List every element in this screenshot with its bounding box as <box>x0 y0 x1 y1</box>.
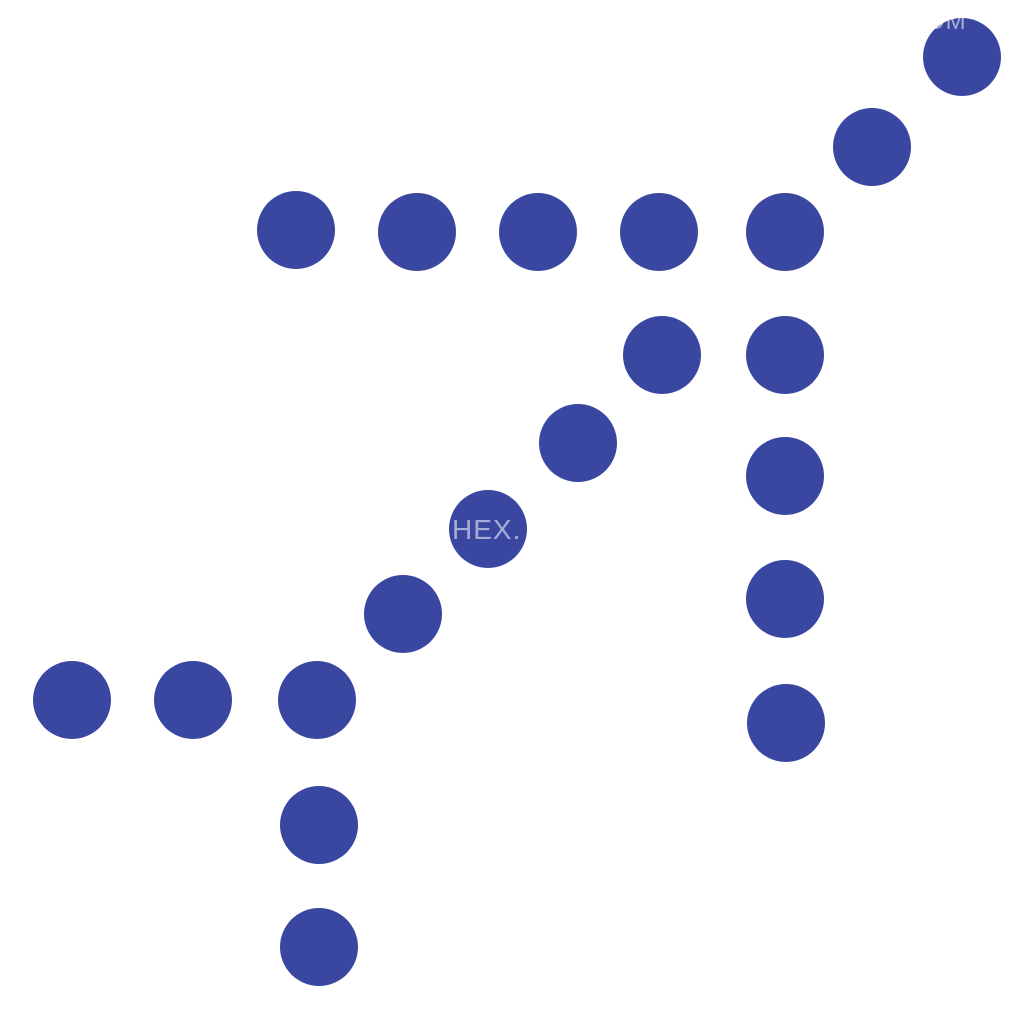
dot-18 <box>278 661 356 739</box>
dot-15 <box>747 684 825 762</box>
dot-6 <box>620 193 698 271</box>
dot-9 <box>746 316 824 394</box>
dot-11 <box>746 437 824 515</box>
dot-2 <box>833 108 911 186</box>
dot-20 <box>280 908 358 986</box>
dot-17 <box>154 661 232 739</box>
dot-13 <box>746 560 824 638</box>
dot-4 <box>378 193 456 271</box>
dot-3 <box>257 191 335 269</box>
dot-12 <box>449 490 527 568</box>
dot-14 <box>364 575 442 653</box>
dot-7 <box>746 193 824 271</box>
dot-16 <box>33 661 111 739</box>
dot-1 <box>923 18 1001 96</box>
dot-8 <box>623 316 701 394</box>
icon-dots <box>33 18 1001 986</box>
dot-19 <box>280 786 358 864</box>
dot-5 <box>499 193 577 271</box>
dot-10 <box>539 404 617 482</box>
